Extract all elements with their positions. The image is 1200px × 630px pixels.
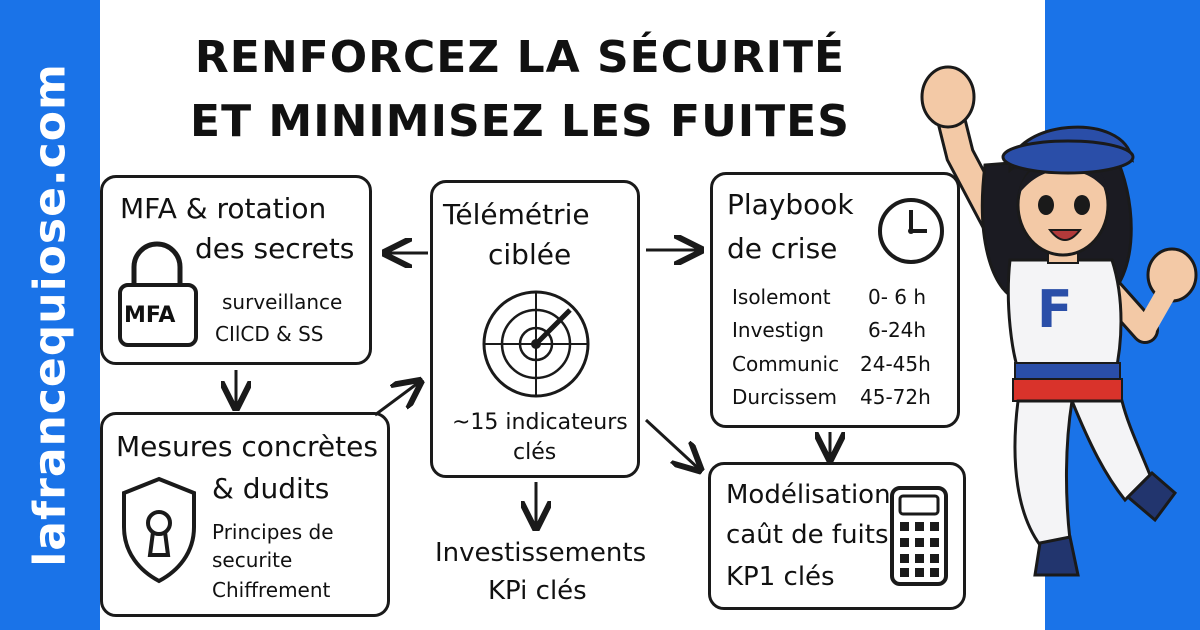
shield-keyhole-icon xyxy=(122,476,196,584)
measures-title-1: Mesures concrètes xyxy=(116,430,378,463)
investments-line-2: KPi clés xyxy=(488,576,587,606)
padlock-label: MFA xyxy=(124,303,176,328)
arrow-measures-to-telemetry xyxy=(374,383,418,417)
headline-line-1: RENFORCEZ LA SÉCURITÉ xyxy=(194,32,846,83)
mfa-box-title-2: des secrets xyxy=(195,232,355,265)
cost-model-line-2: caût de fuits xyxy=(726,520,889,550)
phase-3-label: Communic xyxy=(732,352,840,376)
phase-4-label: Durcissem xyxy=(732,385,838,409)
headline-line-2: ET MINIMISEZ LES FUITES xyxy=(190,96,850,147)
telemetry-note-1: ~15 indicateurs xyxy=(452,410,628,435)
phase-2-window: 6-24h xyxy=(868,318,927,342)
left-brand-band: lafrancequiose.com xyxy=(0,0,100,630)
mfa-note-1: surveillance xyxy=(222,290,343,314)
measures-note-3: Chiffrement xyxy=(212,578,331,602)
telemetry-note-2: clés xyxy=(513,440,557,465)
measures-note-2: securite xyxy=(212,548,293,572)
phase-3-window: 24-45h xyxy=(860,352,931,376)
mfa-box-title-1: MFA & rotation xyxy=(120,192,327,225)
measures-note-1: Principes de xyxy=(212,520,334,544)
telemetry-title-1: Télémétrie xyxy=(443,198,590,231)
mfa-note-2: CIlCD & SS xyxy=(215,322,324,346)
phase-1-label: Isolemont xyxy=(732,285,831,309)
radar-icon xyxy=(482,290,590,398)
superhero-mascot-illustration: F xyxy=(920,65,1198,577)
arrow-telemetry-to-cost-model xyxy=(644,418,698,468)
playbook-title-2: de crise xyxy=(727,232,838,265)
calculator-icon xyxy=(890,486,948,586)
clock-icon xyxy=(878,198,944,264)
padlock-icon xyxy=(118,241,198,347)
phase-2-label: Investign xyxy=(732,318,824,342)
cost-model-line-3: KP1 clés xyxy=(726,562,835,592)
cost-model-line-1: Modélisation xyxy=(726,480,891,510)
investments-line-1: Investissements xyxy=(435,538,647,568)
telemetry-title-2: ciblée xyxy=(488,238,572,271)
hero-shirt-letter: F xyxy=(1037,280,1073,340)
phase-4-window: 45-72h xyxy=(860,385,931,409)
measures-title-2: & dudits xyxy=(212,472,330,505)
playbook-title-1: Playbook xyxy=(727,188,854,221)
phase-1-window: 0- 6 h xyxy=(868,285,927,309)
